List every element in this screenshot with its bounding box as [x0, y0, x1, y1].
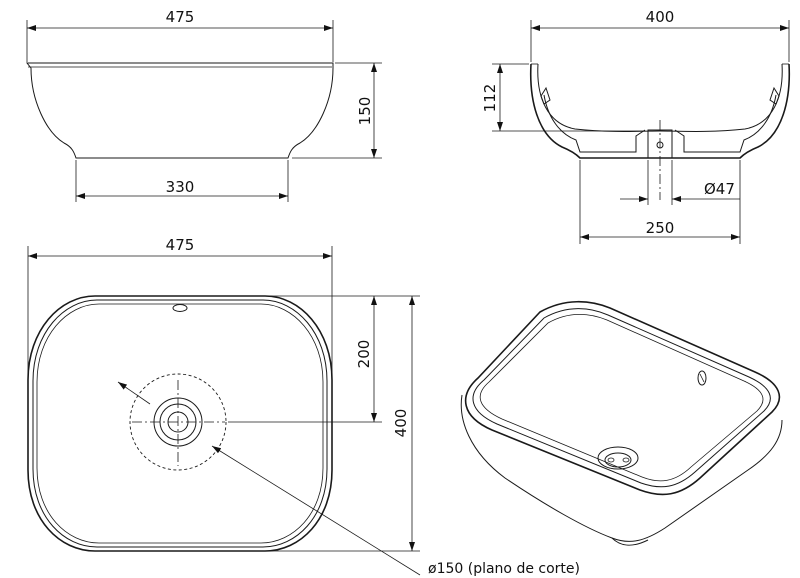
top-depth-label: 400	[392, 409, 410, 438]
top-view-inner-rim	[32, 299, 328, 548]
overflow-hole	[172, 304, 188, 312]
section-view: 400 112 Ø47 250	[481, 8, 791, 244]
perspective-inner-rim	[472, 308, 771, 488]
section-inner-wall	[537, 63, 783, 132]
side-width-label: 475	[166, 8, 195, 26]
perspective-body	[460, 394, 783, 542]
perspective-drain	[597, 446, 639, 470]
top-width-label: 475	[166, 236, 195, 254]
side-view-outline	[25, 62, 334, 159]
side-height-label: 150	[356, 97, 374, 126]
cut-plane-leader	[211, 445, 421, 576]
section-base-label: 250	[646, 219, 675, 237]
side-base-label: 330	[166, 178, 195, 196]
section-rib-right	[674, 94, 777, 153]
section-rib-left	[543, 94, 646, 153]
top-drain-offset-label: 200	[355, 340, 373, 369]
top-view-outer-rim	[27, 295, 333, 552]
top-view: 475 200 400 ø150 (plano de corte)	[27, 236, 580, 577]
perspective-overflow	[697, 370, 707, 386]
perspective-view	[460, 300, 783, 546]
section-width-label: 400	[646, 8, 675, 26]
cut-plane-note: ø150 (plano de corte)	[428, 561, 580, 577]
side-view: 475 150 330	[25, 8, 382, 202]
cut-plane-circle	[129, 373, 227, 471]
section-depth-label: 112	[481, 84, 499, 113]
perspective-outer-rim	[464, 300, 781, 496]
section-drain-label: Ø47	[704, 180, 735, 198]
